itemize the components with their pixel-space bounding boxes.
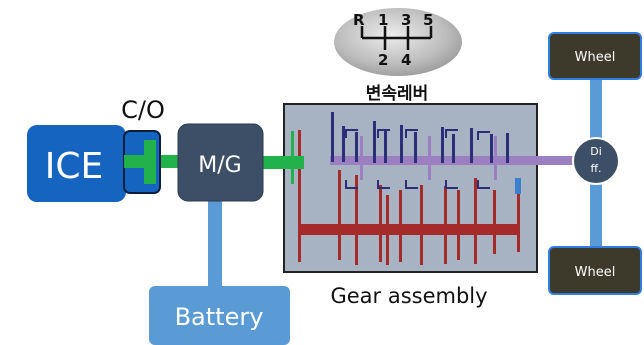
mg-label: M/G [198,153,241,178]
wheel-top-label: Wheel [575,50,616,65]
shift-lever-caption: 변속레버 [366,84,429,104]
diff-label-1: Di [590,145,602,158]
clutch-shaft [124,155,146,168]
ice-label: ICE [45,146,104,187]
battery-block [149,286,290,345]
clutch-disc [144,140,156,184]
reverse-idler [515,178,521,194]
upper-gears [331,112,509,163]
synchronizers [345,129,490,189]
gear-1-label: 1 [378,11,388,29]
countershaft [298,224,520,235]
wheel-top [548,32,642,80]
wheel-bottom [548,246,642,295]
battery-label: Battery [175,303,264,331]
clutch-label: C/O [121,96,165,124]
gear-3-label: 3 [401,11,411,29]
gear-2-label: 2 [378,51,388,69]
gear-4-label: 4 [401,51,411,69]
gear-assembly-label: Gear assembly [330,284,487,308]
input-gear [291,131,294,184]
differential [572,137,620,185]
wheel-bottom-label: Wheel [575,265,616,280]
gear-5-label: 5 [423,11,433,29]
countershaft-end-gear [298,130,301,262]
lower-gears [338,170,520,265]
input-shaft [262,156,304,169]
diff-label-2: ff. [590,162,601,175]
battery-connector [208,198,222,290]
shift-gate [360,26,433,50]
synchro-hubs [360,136,497,180]
shift-lever-pattern [334,8,462,76]
ice-block [27,125,126,202]
gear-r-label: R [353,11,365,29]
motor-generator-block [177,123,264,202]
